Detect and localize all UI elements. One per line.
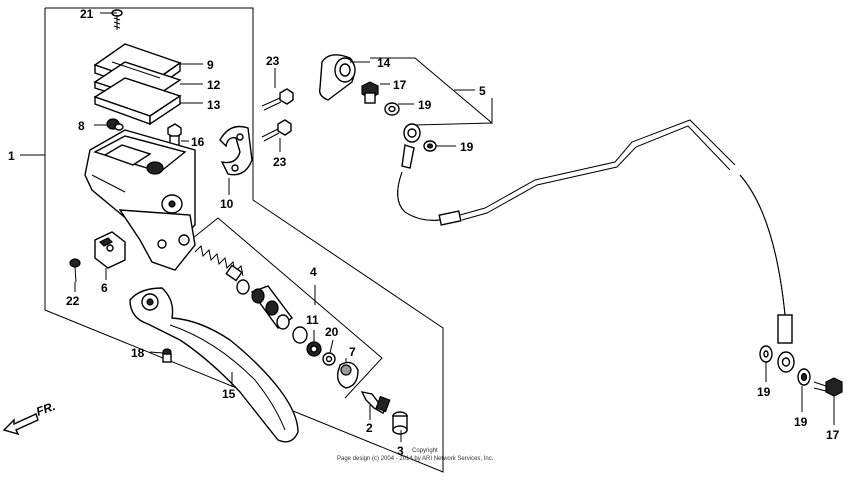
callout-5: 5: [479, 84, 486, 98]
part-8-cap: [106, 118, 124, 131]
front-direction-indicator: FR.: [2, 399, 57, 436]
callout-8: 8: [78, 119, 85, 133]
bolt-23a: [261, 88, 294, 111]
master-cylinder-body: [84, 129, 196, 271]
callout-16: 16: [191, 135, 205, 149]
bolt-17-top: [361, 81, 379, 104]
hose-group-bracket: [370, 57, 493, 125]
callout-4: 4: [310, 265, 317, 279]
callout-11: 11: [306, 313, 319, 327]
pivot-bolt-2: [360, 391, 391, 414]
callout-23-bottom: 23: [273, 155, 287, 169]
callout-2: 2: [366, 421, 373, 435]
callout-14: 14: [377, 56, 391, 70]
group-frame: [44, 7, 444, 473]
banjo-bolt-17-bottom: [813, 377, 843, 397]
callout-21: 21: [80, 7, 94, 21]
spring: [194, 244, 244, 282]
callout-23-top: 23: [266, 54, 280, 68]
piston-set-box: [177, 217, 383, 399]
callout-20: 20: [325, 325, 339, 339]
callout-19-b: 19: [460, 140, 474, 154]
banjo-cap-14: [318, 54, 356, 101]
callout-19-d: 19: [794, 415, 808, 429]
callout-17-bottom: 17: [826, 428, 840, 442]
nut-3: [392, 411, 408, 435]
washer-19-a: [384, 102, 400, 116]
callout-19-c: 19: [757, 385, 771, 399]
washer-19-b: [423, 140, 437, 152]
callout-22: 22: [66, 294, 80, 308]
holder-10: [219, 125, 253, 176]
part-18: [162, 348, 172, 363]
hose-group-lower: [414, 122, 493, 126]
callout-9: 9: [207, 58, 214, 72]
boot-7: [336, 361, 359, 389]
bolt-16: [167, 123, 182, 151]
washer-19-c: [759, 345, 773, 363]
circlip-20: [322, 352, 336, 366]
callout-10: 10: [220, 197, 234, 211]
callout-19-a: 19: [418, 98, 432, 112]
front-label: FR.: [34, 399, 57, 419]
copyright-line1: Copyright: [412, 448, 438, 454]
callout-6: 6: [101, 281, 108, 295]
callout-3: 3: [397, 444, 404, 458]
screw-22: [69, 258, 81, 283]
reservoir-cap-stack: [93, 43, 182, 126]
callouts: 1 2 3 4 5 6 7 8 9 10 11 12 13 14 15 16 1…: [8, 7, 840, 458]
callout-7: 7: [349, 345, 356, 359]
leader-lines: [74, 12, 835, 442]
copyright-line2: Page design (c) 2004 - 2014 by ARI Netwo…: [337, 456, 494, 462]
callout-12: 12: [207, 78, 221, 92]
bolt-23b: [261, 119, 292, 142]
callout-17-top: 17: [393, 78, 407, 92]
washer-19-d: [797, 368, 811, 386]
clutch-lever-15: [129, 287, 299, 443]
switch-6: [94, 231, 126, 269]
callout-15: 15: [222, 387, 236, 401]
piston: [236, 279, 293, 330]
front-arrow-icon: [2, 413, 39, 436]
callout-13: 13: [207, 98, 221, 112]
callout-18: 18: [131, 346, 145, 360]
clutch-hose: [397, 119, 795, 373]
callout-1: 1: [8, 149, 15, 163]
seal-11: [292, 326, 322, 357]
